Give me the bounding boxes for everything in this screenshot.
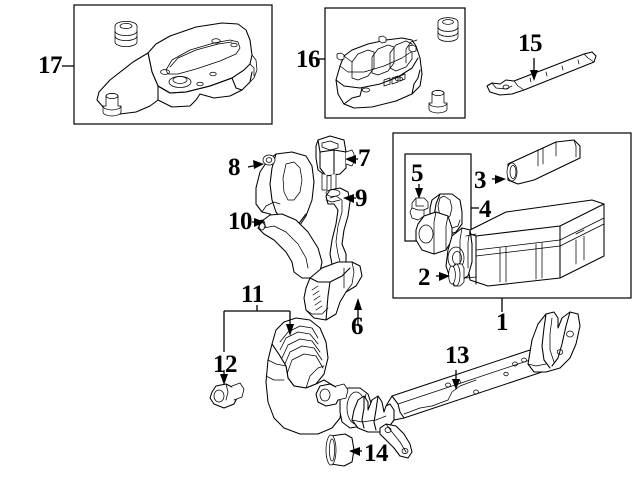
callout-leader-8	[247, 160, 264, 169]
callout-leader-14	[349, 447, 362, 456]
callout-label-17: 17	[38, 52, 62, 79]
callout-leader-10	[252, 218, 265, 227]
callout-leader-9	[343, 194, 356, 203]
part-air-cleaner-housing-assembly	[445, 199, 605, 287]
callout-label-9: 9	[355, 185, 367, 212]
callout-label-10: 10	[228, 208, 252, 235]
callout-label-15: 15	[518, 30, 542, 57]
callout-label-8: 8	[228, 154, 240, 181]
callout-label-14: 14	[364, 440, 389, 467]
part-intake-hose-clamp	[209, 382, 245, 409]
callout-leader-3	[492, 175, 506, 184]
callout-label-13: 13	[445, 342, 469, 369]
callout-leader-5	[415, 184, 423, 199]
callout-label-7: 7	[358, 145, 370, 172]
cover-grommet-bottom	[102, 93, 122, 117]
callout-leader-11	[224, 305, 294, 336]
part-intake-manifold-seal-rail	[486, 51, 597, 96]
part-resonator-bracket	[255, 151, 315, 239]
part-air-inlet-duct	[303, 261, 363, 321]
callout-leader-2	[436, 272, 450, 281]
part-intake-hose-sleeve	[325, 433, 355, 467]
callout-label-2: 2	[418, 264, 430, 291]
part-engine-appearance-cover	[96, 21, 258, 117]
callout-label-4: 4	[479, 196, 492, 223]
callout-label-16: 16	[296, 46, 320, 73]
manifold-bushing-top	[437, 17, 459, 42]
group-box-engine-cover	[73, 4, 273, 125]
cover-bushing-top	[114, 21, 138, 47]
part-vacuum-hose	[325, 187, 351, 267]
callout-leader-7	[345, 155, 358, 164]
part-air-cleaner-clip	[409, 197, 429, 221]
callout-leader-15	[530, 58, 538, 81]
callout-label-12: 12	[213, 351, 237, 378]
callout-label-11: 11	[241, 281, 264, 308]
callout-label-1: 1	[496, 309, 508, 336]
part-vacuum-valve	[315, 135, 355, 193]
part-breather-hose	[257, 213, 323, 279]
callout-label-3: 3	[474, 167, 486, 194]
callout-leader-12	[220, 311, 228, 385]
part-intake-manifold	[335, 17, 459, 114]
callout-label-6: 6	[351, 313, 363, 340]
callout-labels: 17 16 15 8 7 9 10 5 3 4 2 1 6 11 12 13 1…	[38, 30, 543, 467]
group-box-air-cleaner-assembly	[392, 132, 632, 299]
part-air-filter-element	[506, 139, 581, 185]
group-box-intake-manifold	[324, 7, 466, 119]
manifold-grommet-bottom	[428, 90, 448, 114]
callout-leader-13	[452, 370, 460, 390]
callout-label-5: 5	[411, 160, 423, 187]
part-radiator-support-crossmember	[351, 311, 581, 459]
part-mass-air-flow-sensor	[415, 193, 463, 255]
part-air-cleaner-grommet	[448, 263, 465, 287]
callout-leader-6	[354, 298, 362, 326]
